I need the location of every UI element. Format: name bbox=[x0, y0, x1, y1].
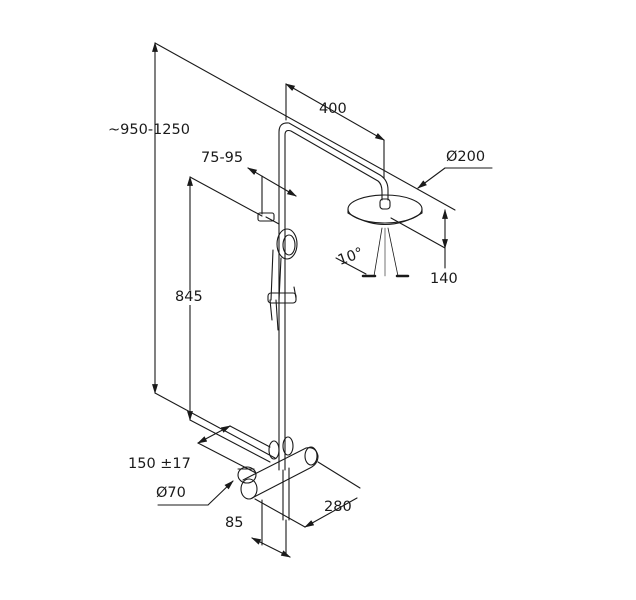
mixer-depth-dimension bbox=[251, 499, 291, 558]
hand-shower bbox=[267, 228, 298, 331]
thermostatic-mixer bbox=[237, 436, 319, 521]
wall-offset-top-label: 75-95 bbox=[201, 150, 244, 166]
arm-reach-dimension bbox=[285, 83, 385, 179]
rain-shower-head bbox=[347, 194, 423, 226]
mixer-width-label: 280 bbox=[324, 499, 352, 515]
rail-height-label: 845 bbox=[175, 289, 203, 305]
overall-height-label: ~950-1250 bbox=[108, 122, 190, 138]
overall-height-dimension bbox=[152, 42, 456, 459]
arm-reach-label: 400 bbox=[319, 101, 347, 117]
wall-offset-top-dimension bbox=[247, 167, 297, 215]
riser-rail bbox=[278, 122, 389, 471]
escutcheon-diameter-leader bbox=[157, 480, 234, 506]
head-height-label: 140 bbox=[430, 271, 458, 287]
mixer-depth-label: 85 bbox=[225, 515, 244, 531]
head-height-dimension bbox=[390, 209, 448, 269]
top-wall-bracket bbox=[257, 212, 280, 225]
head-diameter-leader bbox=[417, 167, 493, 189]
inlet-spacing-dimension bbox=[197, 425, 271, 474]
spray-angle-indicator bbox=[335, 227, 410, 278]
head-diameter-label: Ø200 bbox=[446, 149, 486, 165]
inlet-spacing-label: 150 ±17 bbox=[128, 456, 191, 472]
escutcheon-diameter-label: Ø70 bbox=[156, 485, 186, 501]
mixer-width-dimension bbox=[254, 461, 361, 528]
